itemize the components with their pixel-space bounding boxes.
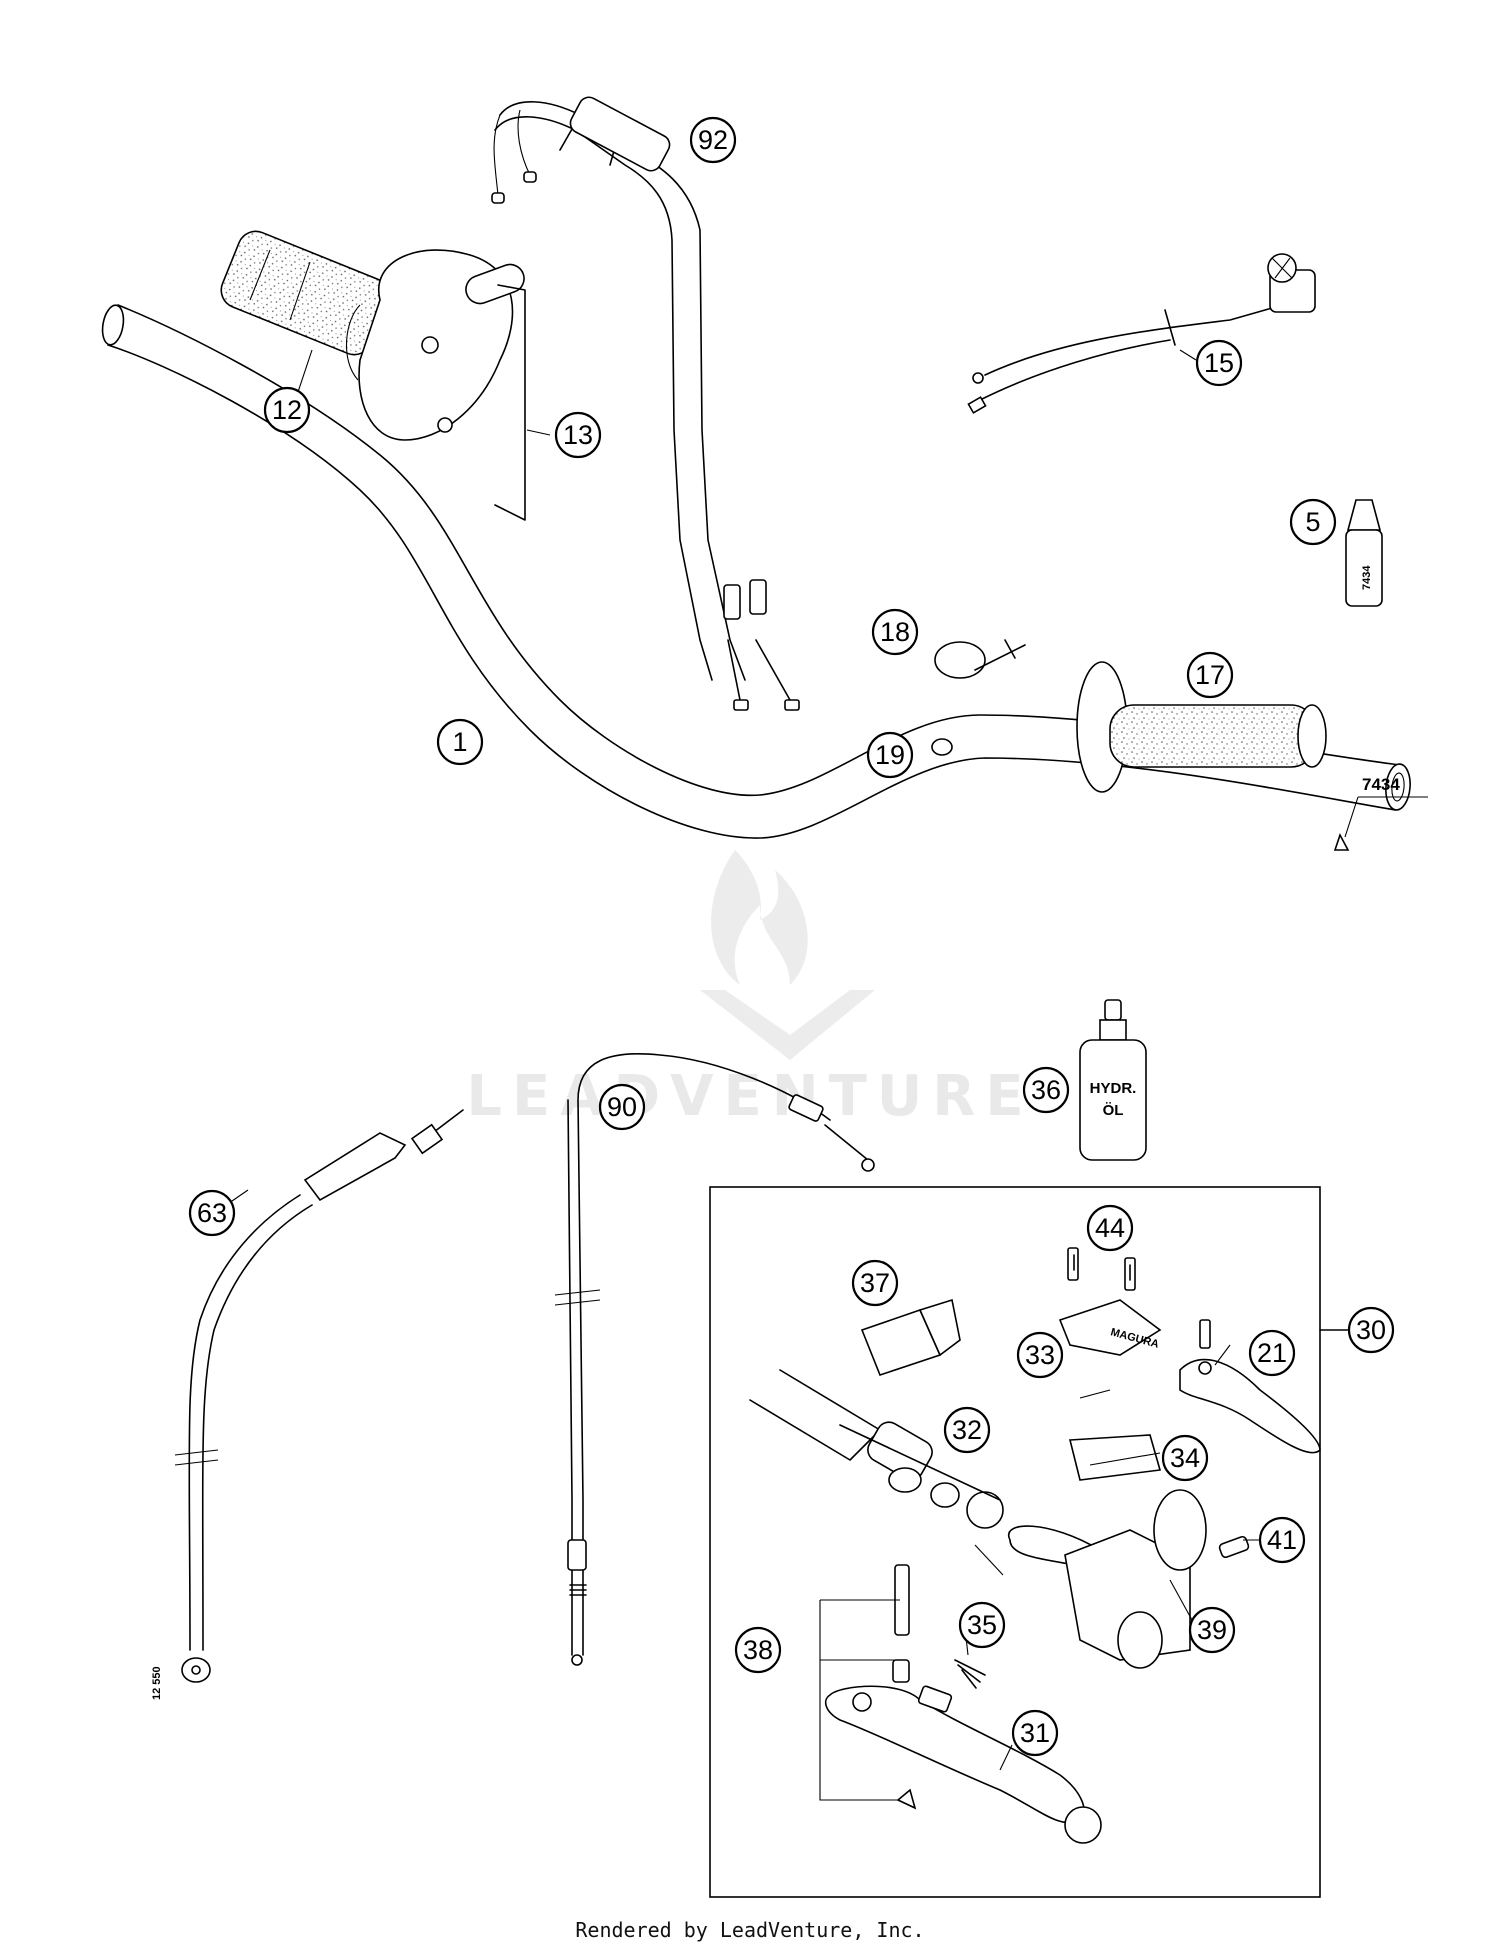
callout-63[interactable]: 63	[188, 1189, 236, 1237]
svg-text:30: 30	[1356, 1315, 1386, 1345]
svg-text:36: 36	[1031, 1075, 1061, 1105]
svg-text:44: 44	[1095, 1213, 1125, 1243]
reservoir-cap: MAGURA	[1058, 1299, 1162, 1356]
svg-text:41: 41	[1267, 1525, 1297, 1555]
loctite-tube-label: 7434	[1361, 565, 1373, 590]
svg-text:38: 38	[743, 1635, 773, 1665]
svg-text:15: 15	[1204, 348, 1234, 378]
throttle-housing	[346, 249, 526, 521]
piston-kit-32	[749, 1369, 1004, 1529]
callout-30[interactable]: 30	[1347, 1306, 1395, 1354]
callout-19[interactable]: 19	[866, 731, 914, 779]
callout-35[interactable]: 35	[958, 1601, 1006, 1649]
svg-text:13: 13	[563, 420, 593, 450]
footer-credit: Rendered by LeadVenture, Inc.	[575, 1918, 925, 1942]
master-cylinder-kit-box	[709, 1186, 1349, 1898]
callout-38[interactable]: 38	[734, 1626, 782, 1674]
svg-text:39: 39	[1197, 1615, 1227, 1645]
nut	[931, 738, 953, 756]
callout-18[interactable]: 18	[871, 608, 919, 656]
callout-15[interactable]: 15	[1195, 339, 1243, 387]
loctite-tube: 7434	[1345, 499, 1383, 607]
hydraulic-oil-label-1: HYDR.	[1090, 1080, 1137, 1097]
svg-text:33: 33	[1025, 1340, 1055, 1370]
callout-17[interactable]: 17	[1186, 651, 1234, 699]
svg-text:19: 19	[875, 740, 905, 770]
master-cylinder-39	[1007, 1489, 1250, 1669]
loctite-note: 7434	[1333, 775, 1428, 851]
svg-text:17: 17	[1195, 660, 1225, 690]
svg-text:21: 21	[1257, 1338, 1287, 1368]
callout-34[interactable]: 34	[1161, 1434, 1209, 1482]
svg-text:92: 92	[698, 125, 728, 155]
svg-text:63: 63	[197, 1198, 227, 1228]
cable-tie	[934, 639, 1026, 679]
callout-1[interactable]: 1	[436, 718, 484, 766]
svg-text:31: 31	[1020, 1718, 1050, 1748]
callout-90[interactable]: 90	[598, 1083, 646, 1131]
spring-35	[954, 1659, 986, 1689]
kill-switch	[967, 253, 1316, 414]
callout-32[interactable]: 32	[943, 1406, 991, 1454]
callout-31[interactable]: 31	[1011, 1709, 1059, 1757]
watermark-text: LEADVENTURE	[466, 1064, 1033, 1129]
brake-lever-31	[824, 1685, 1102, 1844]
callout-5[interactable]: 5	[1289, 498, 1337, 546]
svg-text:34: 34	[1170, 1443, 1200, 1473]
hydraulic-oil-label-2: ÖL	[1103, 1102, 1124, 1119]
svg-text:12: 12	[272, 395, 302, 425]
svg-text:18: 18	[880, 617, 910, 647]
cable-stamp: 12 550	[151, 1666, 163, 1700]
hydraulic-line: 12 550	[151, 1109, 464, 1700]
diaphragm-34	[1068, 1434, 1162, 1481]
lever-21	[1179, 1319, 1321, 1454]
callout-13[interactable]: 13	[554, 411, 602, 459]
clutch-cable	[554, 1053, 875, 1666]
svg-text:32: 32	[952, 1415, 982, 1445]
svg-text:1: 1	[452, 727, 467, 757]
svg-text:90: 90	[607, 1092, 637, 1122]
svg-text:35: 35	[967, 1610, 997, 1640]
loctite-note-text: 7434	[1362, 775, 1400, 794]
callout-41[interactable]: 41	[1258, 1516, 1306, 1564]
svg-text:5: 5	[1305, 507, 1320, 537]
clamp-37	[860, 1298, 961, 1376]
callout-39[interactable]: 39	[1188, 1606, 1236, 1654]
screws-44	[1067, 1247, 1136, 1291]
callout-37[interactable]: 37	[851, 1259, 899, 1307]
svg-text:37: 37	[860, 1268, 890, 1298]
bolt-38	[819, 1564, 917, 1810]
throttle-cable	[491, 96, 800, 711]
callout-12[interactable]: 12	[263, 386, 311, 434]
callout-92[interactable]: 92	[689, 116, 737, 164]
watermark: LEADVENTURE	[466, 850, 1033, 1129]
hydraulic-oil-bottle: HYDR. ÖL	[1079, 999, 1147, 1161]
callout-36[interactable]: 36	[1022, 1066, 1070, 1114]
callout-44[interactable]: 44	[1086, 1204, 1134, 1252]
left-grip	[1076, 661, 1327, 793]
callout-21[interactable]: 21	[1248, 1329, 1296, 1377]
callout-33[interactable]: 33	[1016, 1331, 1064, 1379]
